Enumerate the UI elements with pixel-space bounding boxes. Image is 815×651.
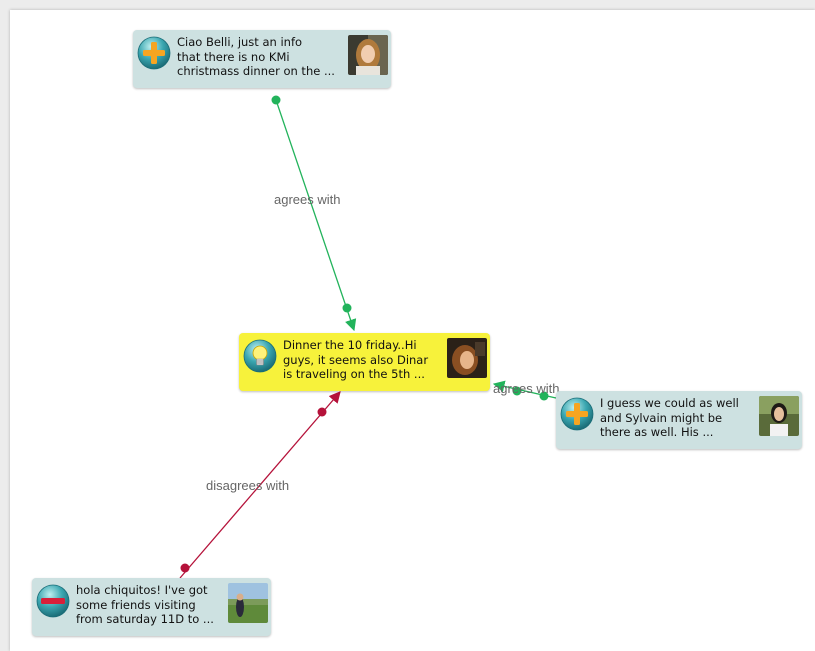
edge-end-dot bbox=[317, 407, 327, 417]
node-text-line: there as well. His ... bbox=[600, 425, 714, 439]
node-text-line: and Sylvain might be bbox=[600, 410, 723, 425]
node-text-line: Ciao Belli, just an info bbox=[177, 35, 303, 49]
node-text-line: Dinner the 10 friday..Hi bbox=[283, 338, 417, 352]
edge-label-bottom: disagrees with bbox=[206, 478, 290, 493]
node-text-line: that there is no KMi bbox=[177, 49, 290, 64]
pro-plus-icon bbox=[560, 397, 594, 431]
node-text: Dinner the 10 friday..Hi guys, it seems … bbox=[283, 338, 451, 382]
node-pro-top[interactable]: Ciao Belli, just an info that there is n… bbox=[133, 30, 391, 88]
pro-plus-icon bbox=[137, 36, 171, 70]
node-text-line: hola chiquitos! I've got bbox=[76, 583, 208, 597]
edge-bottom-disagrees[interactable] bbox=[179, 391, 341, 579]
edge-right-agrees[interactable] bbox=[492, 380, 557, 401]
node-text-line: some friends visiting bbox=[76, 597, 196, 612]
avatar bbox=[348, 35, 388, 75]
edge-start-dot bbox=[539, 391, 549, 401]
edge-label-right: agrees with bbox=[493, 381, 560, 396]
edge-end-dot bbox=[342, 303, 352, 313]
idea-lightbulb-icon bbox=[243, 339, 277, 373]
node-text-line: is traveling on the 5th ... bbox=[283, 367, 425, 381]
avatar bbox=[228, 583, 268, 623]
node-con-bottom[interactable]: hola chiquitos! I've got some friends vi… bbox=[32, 578, 271, 636]
node-text: hola chiquitos! I've got some friends vi… bbox=[76, 583, 244, 627]
node-text-line: guys, it seems also Dinar bbox=[283, 352, 429, 367]
edge-start-dot bbox=[271, 95, 281, 105]
edge-start-dot bbox=[180, 563, 190, 573]
edges-layer bbox=[179, 95, 557, 579]
node-text-line: christmass dinner on the ... bbox=[177, 64, 335, 78]
edge-top-agrees[interactable] bbox=[271, 95, 357, 332]
node-pro-right[interactable]: I guess we could as well and Sylvain mig… bbox=[556, 391, 802, 449]
argument-map-canvas: agrees with agrees with disagrees with C… bbox=[10, 10, 815, 651]
edge-label-top: agrees with bbox=[274, 192, 341, 207]
edge-end-dot bbox=[512, 386, 522, 396]
node-text-line: from saturday 11D to ... bbox=[76, 612, 214, 626]
con-minus-icon bbox=[36, 584, 70, 618]
node-text: I guess we could as well and Sylvain mig… bbox=[600, 396, 768, 440]
avatar bbox=[759, 396, 799, 436]
node-text: Ciao Belli, just an info that there is n… bbox=[177, 35, 345, 79]
node-text-line: I guess we could as well bbox=[600, 396, 739, 410]
node-issue-center[interactable]: Dinner the 10 friday..Hi guys, it seems … bbox=[239, 333, 490, 391]
avatar bbox=[447, 338, 487, 378]
